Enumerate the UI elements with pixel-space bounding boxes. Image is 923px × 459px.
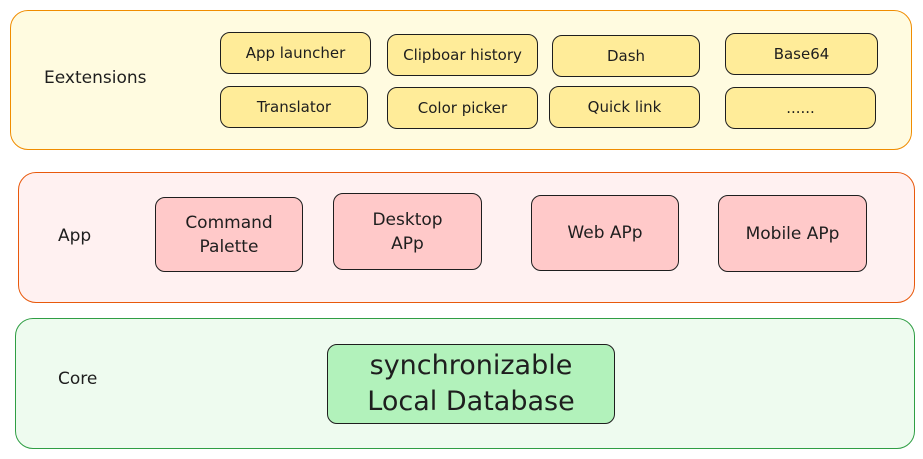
extension-more: ...... xyxy=(725,87,876,129)
app-desktop-app: Desktop APp xyxy=(333,193,482,270)
extension-color-picker: Color picker xyxy=(387,87,538,129)
core-local-database: synchronizable Local Database xyxy=(327,344,615,424)
app-command-palette: Command Palette xyxy=(155,197,303,272)
app-layer-label: App xyxy=(58,226,92,246)
extension-clipboard-history: Clipboar history xyxy=(387,34,538,76)
extension-translator: Translator xyxy=(220,86,368,128)
extension-dash: Dash xyxy=(552,35,700,77)
extension-quick-link: Quick link xyxy=(549,86,700,128)
extensions-layer-label: Eextensions xyxy=(44,68,147,88)
app-web-app: Web APp xyxy=(531,195,679,271)
core-layer-label: Core xyxy=(58,369,98,389)
extension-base64: Base64 xyxy=(725,33,878,75)
extension-app-launcher: App launcher xyxy=(220,32,371,74)
app-mobile-app: Mobile APp xyxy=(718,195,867,272)
